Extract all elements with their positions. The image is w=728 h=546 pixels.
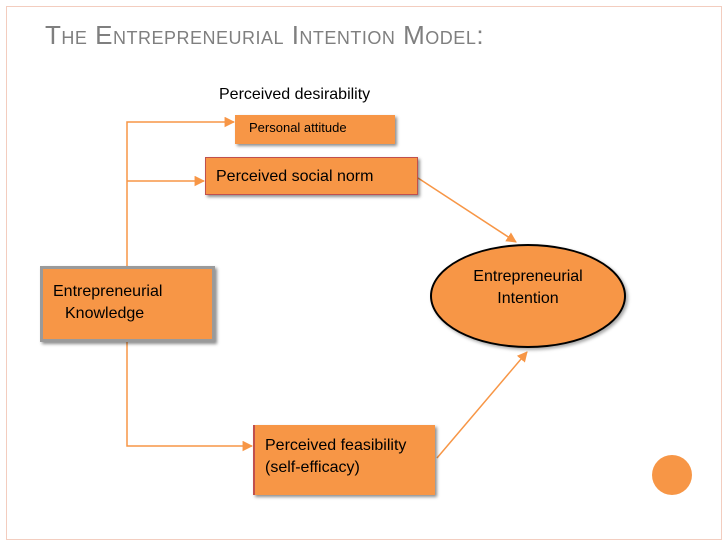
slide-frame [6,6,722,540]
knowledge-label-line2: Knowledge [65,305,145,322]
intention-label-line2: Intention [497,290,559,307]
knowledge-box: Entrepreneurial Knowledge [40,266,215,342]
slide-title: The Entrepreneurial Intention Model: [45,20,485,50]
intention-ellipse: Entrepreneurial Intention [430,244,626,348]
connector-knowledge-to-feasibility [126,342,254,452]
knowledge-label-line1: Entrepreneurial [53,283,163,300]
decorative-circle [652,455,692,495]
intention-label-line1: Entrepreneurial [473,268,583,285]
social-norm-label: Perceived social norm [216,168,374,185]
connector-knowledge-to-attitude [126,116,236,266]
feasibility-label-line1: Perceived feasibility [265,437,407,454]
connector-social-norm-to-intention [417,177,517,243]
perceived-desirability-label: Perceived desirability [219,86,371,103]
connector-feasibility-to-intention [436,351,528,459]
personal-attitude-label: Personal attitude [249,120,347,135]
feasibility-box: Perceived feasibility (self-efficacy) [253,425,435,495]
social-norm-box: Perceived social norm [205,157,418,195]
feasibility-label-line2: (self-efficacy) [265,459,360,476]
personal-attitude-box: Personal attitude [235,115,395,144]
